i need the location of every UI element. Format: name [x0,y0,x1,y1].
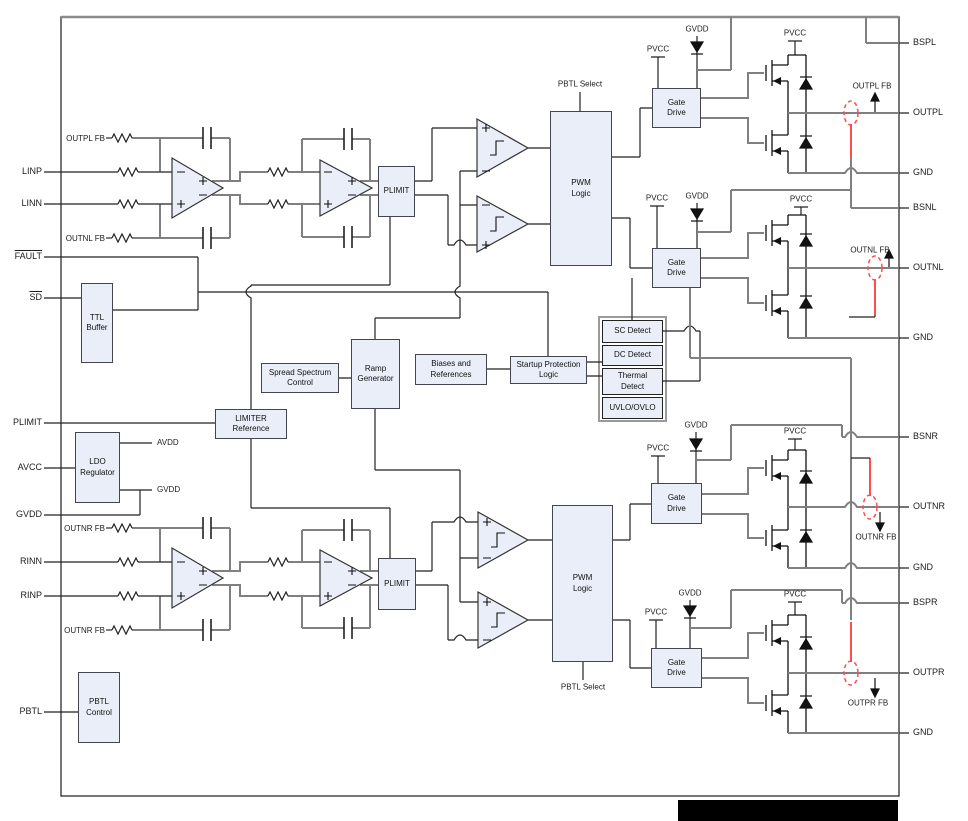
sense-rail [689,281,852,620]
power-wires [690,17,899,629]
block-sc-detect: SC Detect [602,320,663,343]
pin-avcc: AVCC [17,462,42,472]
input-wires [44,171,549,713]
label-avdd: AVDD [157,438,179,447]
current-sense-red [850,124,876,662]
pin-gnd-4: GND [913,727,933,737]
pin-bsnl: BSNL [913,202,937,212]
pin-bspr: BSPR [913,597,938,607]
pin-gnd-3: GND [913,562,933,572]
pin-bsnr: BSNR [913,431,939,441]
pin-outnl: OUTNL [913,262,944,272]
pin-linp: LINP [21,166,42,176]
block-dc-detect: DC Detect [602,345,663,366]
label-gvdd-4: GVDD [678,588,702,598]
redaction-bar [678,800,898,821]
label-pvcc-b2: PVCC [789,194,813,204]
logic-wires [339,92,652,680]
label-outnr-fb: OUTNR FB [855,532,897,542]
resistor-symbols [111,132,289,636]
block-plimit-right: PLIMIT [378,558,416,610]
limiter-wires [245,217,391,558]
label-pvcc-gd3: PVCC [646,443,670,453]
supply-stubs [649,36,808,648]
mosfet-symbols [765,54,807,733]
block-plimit-left: PLIMIT [378,166,415,217]
pin-gvdd: GVDD [15,509,42,519]
label-outpr-fb: OUTPR FB [847,698,889,708]
label-outpl-fb: OUTPL FB [852,81,892,91]
label-pbtl-select-bottom: PBTL Select [560,682,606,692]
pin-bspl: BSPL [913,37,937,47]
gvdd-diode-symbols [682,41,705,619]
label-pvcc-gd1: PVCC [646,44,670,54]
comparator-symbols [476,117,530,650]
pin-plimit: PLIMIT [12,417,42,427]
body-diode-symbols [798,76,814,709]
mosfet-arrows [773,77,781,715]
opamp-polarity-marks [177,171,356,600]
label-pvcc-gd2: PVCC [645,193,669,203]
capacitor-symbols [202,127,353,641]
label-pvcc-b3: PVCC [783,426,807,436]
pin-fault: FAULT [14,251,42,261]
label-outnl-fb: OUTNL FB [850,245,890,255]
label-outnr-fb-in1: OUTNR FB [64,524,105,533]
pin-gnd-1: GND [913,167,933,177]
label-gvdd-2: GVDD [685,191,709,201]
label-pvcc-b1: PVCC [783,28,807,38]
label-gvdd-1: GVDD [685,24,709,34]
pin-linn: LINN [21,198,42,208]
comparator-marks [482,124,505,641]
pin-outnr: OUTNR [913,501,945,511]
label-gvdd-3: GVDD [684,420,708,430]
pin-stubs [899,42,909,734]
label-pvcc-b4: PVCC [783,589,807,599]
label-gvdd-ldo: GVDD [157,485,181,494]
pin-rinp: RINP [20,590,42,600]
label-outnl-fb-in: OUTNL FB [65,234,105,243]
gate-drive-wires [701,72,764,704]
opamp-symbols [171,156,374,610]
pin-sd: SD [29,292,42,302]
output-wires [788,112,899,734]
pin-gnd-2: GND [913,332,933,342]
label-pbtl-select-top: PBTL Select [557,79,603,89]
pin-outpr: OUTPR [913,667,945,677]
feedback-networks [106,137,378,631]
outer-border [60,15,900,797]
block-uvlo-ovlo: UVLO/OVLO [602,397,663,419]
fb-arrows [870,91,894,699]
current-sense-stubs [849,315,876,459]
pin-rinn: RINN [20,556,42,566]
label-outpl-fb-in: OUTPL FB [66,134,105,143]
pin-pbtl: PBTL [19,706,42,716]
pin-outpl: OUTPL [913,107,944,117]
label-outnr-fb-in2: OUTNR FB [64,626,105,635]
sense-ellipses [843,100,883,686]
label-pvcc-gd4: PVCC [644,607,668,617]
